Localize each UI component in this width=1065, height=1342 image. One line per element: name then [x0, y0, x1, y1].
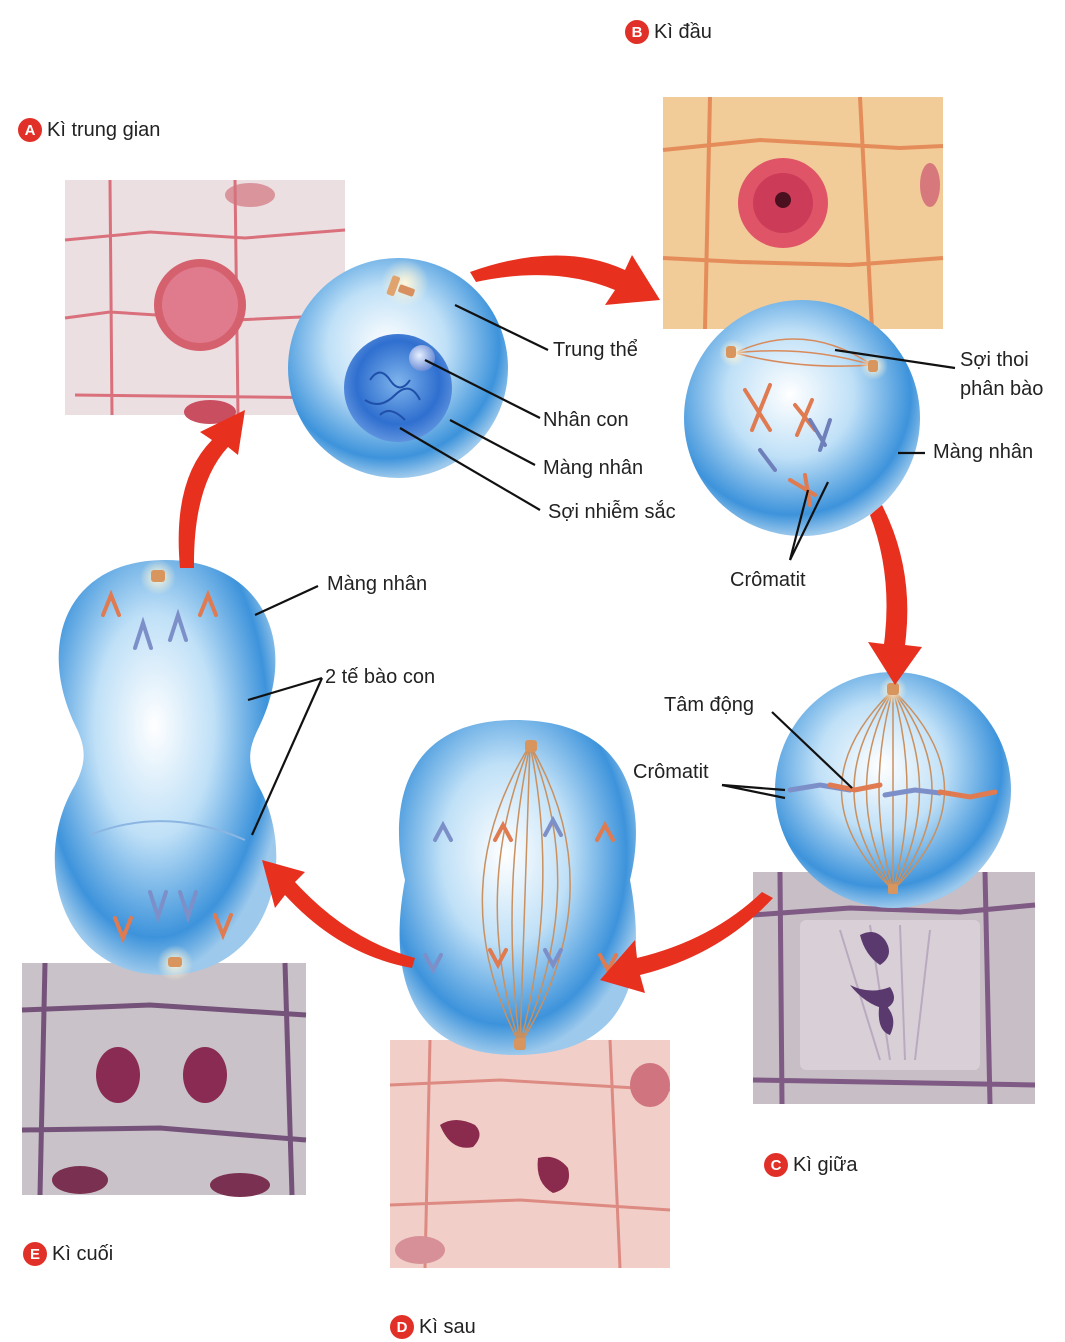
- cell-interphase: [288, 258, 508, 478]
- stage-name: Kì trung gian: [47, 119, 160, 142]
- stage-label-telophase: E Kì cuối: [23, 1242, 113, 1266]
- arrow-d-to-e: [262, 860, 415, 968]
- label-nuclear-membrane-telophase: Màng nhân: [327, 572, 427, 596]
- label-spindle-line2: phân bào: [960, 377, 1043, 401]
- arrow-b-to-c: [868, 505, 922, 685]
- label-nuclear-membrane-prophase: Màng nhân: [933, 440, 1033, 464]
- arrow-e-to-a: [179, 410, 245, 568]
- arrow-a-to-b: [470, 255, 660, 305]
- label-centromere: Tâm động: [664, 693, 754, 717]
- stage-badge: D: [390, 1315, 414, 1339]
- stage-label-prophase: B Kì đầu: [625, 20, 712, 44]
- cell-metaphase: [775, 672, 1011, 908]
- stage-name: Kì sau: [419, 1316, 476, 1339]
- stage-name: Kì cuối: [52, 1243, 113, 1266]
- label-nuclear-membrane-interphase: Màng nhân: [543, 456, 643, 480]
- micrograph-telophase: [22, 963, 306, 1197]
- micrograph-prophase: [663, 97, 943, 329]
- stage-name: Kì đầu: [654, 21, 712, 44]
- micrograph-anaphase: [390, 1040, 670, 1268]
- stage-label-interphase: A Kì trung gian: [18, 118, 160, 142]
- stage-badge: B: [625, 20, 649, 44]
- stage-name: Kì giữa: [793, 1154, 858, 1177]
- label-nucleolus: Nhân con: [543, 408, 629, 432]
- cell-telophase: [55, 559, 277, 981]
- label-spindle-line1: Sợi thoi: [960, 348, 1029, 372]
- label-centrosome: Trung thể: [553, 338, 638, 362]
- stage-badge: A: [18, 118, 42, 142]
- label-chromatin: Sợi nhiễm sắc: [548, 500, 676, 524]
- cell-anaphase: [399, 720, 636, 1055]
- stage-label-anaphase: D Kì sau: [390, 1315, 476, 1339]
- stage-badge: E: [23, 1242, 47, 1266]
- cell-prophase: [684, 300, 920, 536]
- label-chromatid-metaphase: Crômatit: [633, 760, 709, 784]
- label-daughter-cells: 2 tế bào con: [325, 665, 435, 689]
- label-chromatid-prophase: Crômatit: [730, 568, 806, 592]
- stage-badge: C: [764, 1153, 788, 1177]
- nucleolus: [409, 345, 435, 371]
- stage-label-metaphase: C Kì giữa: [764, 1153, 858, 1177]
